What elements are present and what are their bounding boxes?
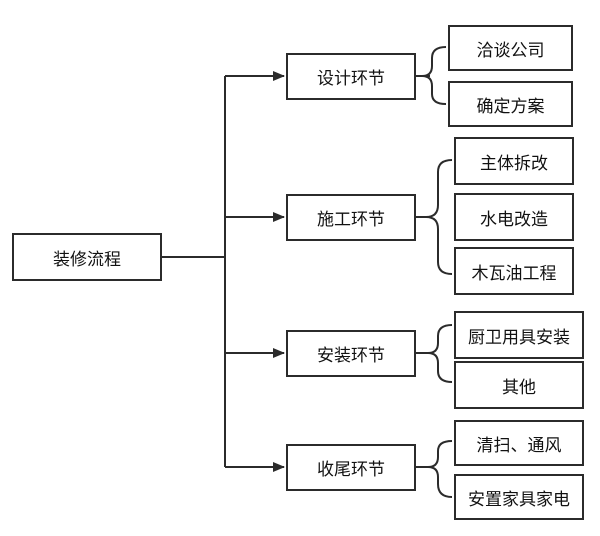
item-label: 洽谈公司: [476, 40, 545, 61]
brace-connector: [416, 324, 453, 383]
brace-connector: [416, 46, 447, 105]
brace-connector: [416, 440, 453, 498]
item-node: 厨卫用具安装: [454, 311, 584, 359]
item-node: 安置家具家电: [454, 474, 584, 520]
item-node: 确定方案: [448, 81, 573, 127]
item-node: 水电改造: [454, 193, 574, 241]
stage-label: 收尾环节: [317, 460, 385, 480]
stage-label: 设计环节: [317, 69, 385, 89]
stage-label: 施工环节: [317, 210, 385, 230]
item-label: 其他: [502, 377, 536, 398]
item-label: 木瓦油工程: [471, 263, 557, 284]
item-node: 洽谈公司: [448, 25, 573, 71]
item-node: 其他: [454, 361, 584, 409]
item-node: 主体拆改: [454, 137, 574, 185]
item-label: 主体拆改: [480, 153, 548, 174]
item-label: 水电改造: [480, 209, 548, 230]
root-node-label: 装修流程: [53, 249, 121, 270]
stage-node-finishing: 收尾环节: [286, 444, 416, 491]
stage-node-construction: 施工环节: [286, 194, 416, 241]
brace-connector: [416, 159, 453, 275]
item-label: 确定方案: [476, 96, 545, 117]
item-label: 清扫、通风: [476, 435, 562, 456]
stage-node-installation: 安装环节: [286, 330, 416, 377]
item-node: 木瓦油工程: [454, 247, 574, 295]
root-node: 装修流程: [12, 233, 162, 281]
stage-label: 安装环节: [317, 346, 385, 366]
item-label: 安置家具家电: [468, 489, 570, 510]
item-label: 厨卫用具安装: [468, 327, 570, 348]
stage-node-design: 设计环节: [286, 53, 416, 100]
item-node: 清扫、通风: [454, 420, 584, 466]
